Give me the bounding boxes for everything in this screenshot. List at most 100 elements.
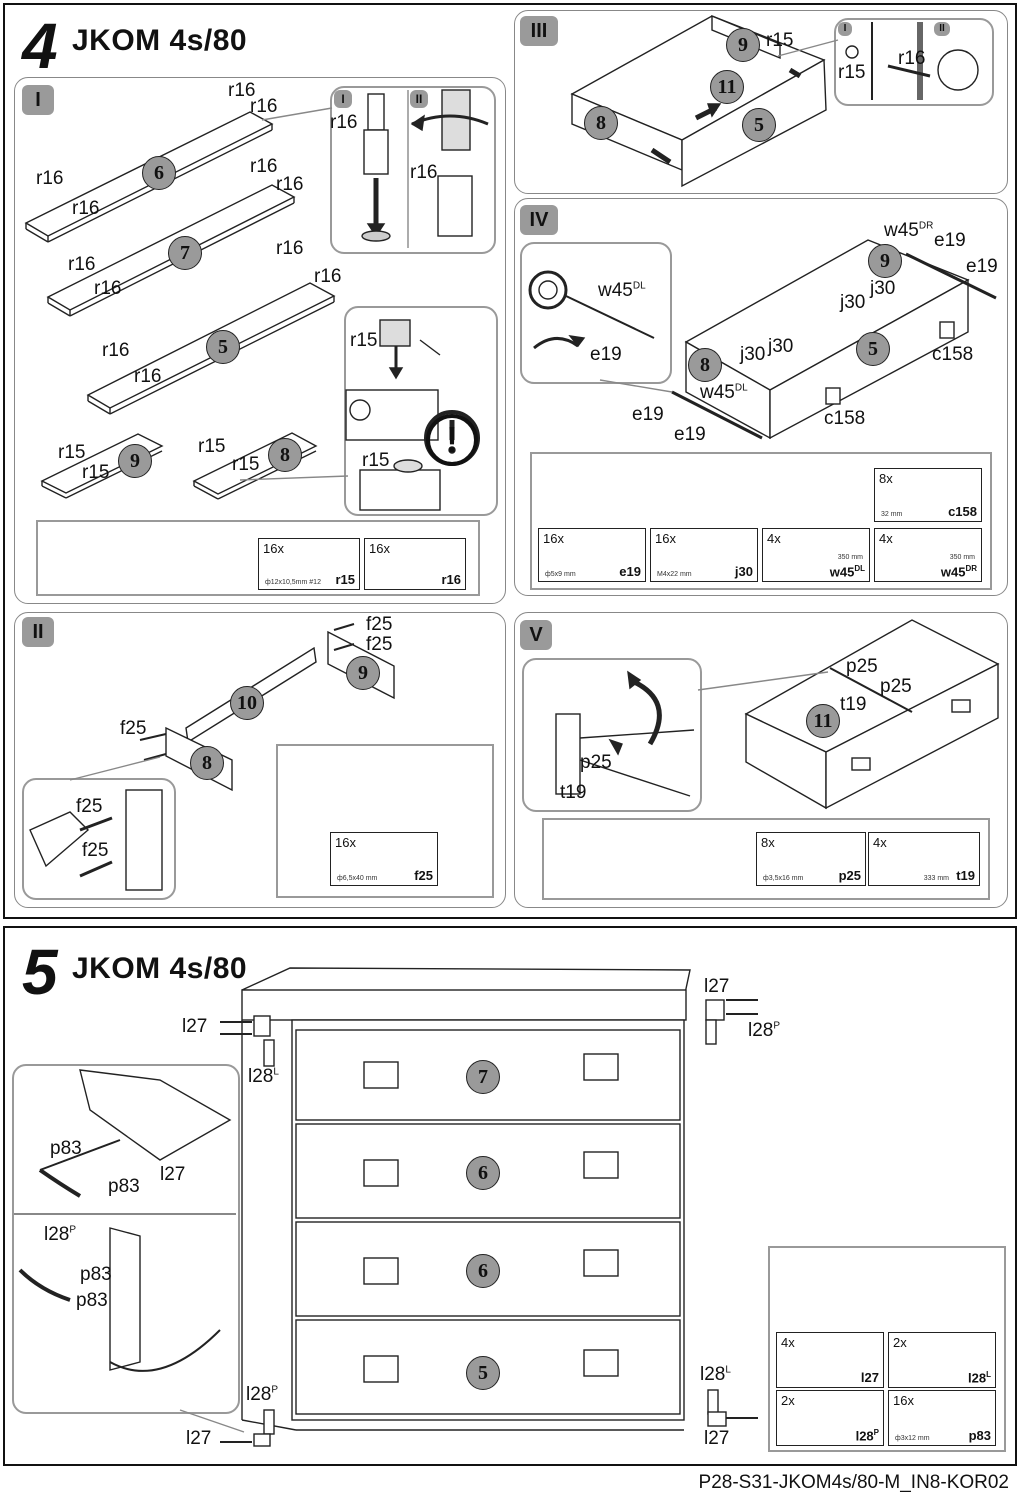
part-qty: 2x	[781, 1393, 795, 1408]
label-r15: r15	[766, 30, 794, 51]
step-4-title: JKOM 4s/80	[72, 24, 248, 57]
drawer-badge-7: 7	[466, 1060, 500, 1094]
label-p25: p25	[846, 656, 878, 677]
label-l27: l27	[160, 1164, 186, 1185]
label-p25: p25	[580, 752, 612, 773]
part-qty: 16x	[655, 531, 676, 546]
part-qty: 2x	[893, 1335, 907, 1350]
label-w45-dl: w45DL	[700, 382, 748, 403]
label-e19: e19	[632, 404, 664, 425]
inset-badge-i: I	[838, 22, 852, 36]
part-card-l27: 4x l27	[776, 1332, 884, 1388]
part-card-c158: 8x 32 mm c158	[874, 468, 982, 522]
label-r16: r16	[36, 168, 64, 189]
part-qty: 16x	[543, 531, 564, 546]
label-t19: t19	[560, 782, 587, 803]
inset-badge-ii: II	[934, 22, 950, 36]
label-r16: r16	[94, 278, 122, 299]
label-r15: r15	[232, 454, 260, 475]
label-r16: r16	[250, 96, 278, 117]
panel-II-badge: II	[22, 617, 54, 647]
label-e19: e19	[966, 256, 998, 277]
label-r15: r15	[838, 62, 866, 83]
part-card-l28-l: 2x l28L	[888, 1332, 996, 1388]
part-qty: 16x	[335, 835, 356, 850]
warning-icon: !	[426, 414, 478, 466]
label-j30: j30	[840, 292, 866, 313]
label-p83: p83	[50, 1138, 82, 1159]
label-l28-p: l28P	[246, 1384, 279, 1405]
part-dim: ф12x10,5mm #12	[265, 579, 321, 586]
label-r16: r16	[102, 340, 130, 361]
part-qty: 16x	[893, 1393, 914, 1408]
label-c158: c158	[932, 344, 974, 365]
label-l27: l27	[182, 1016, 208, 1037]
label-p83: p83	[80, 1264, 112, 1285]
label-f25: f25	[76, 796, 103, 817]
panel-III-inset	[834, 18, 994, 106]
label-l28-l: l28L	[248, 1066, 279, 1087]
label-l27: l27	[186, 1428, 212, 1449]
label-r16: r16	[72, 198, 100, 219]
label-c158: c158	[824, 408, 866, 429]
part-code: l27	[860, 1370, 879, 1385]
label-l27: l27	[704, 1428, 730, 1449]
panel-III-badge: III	[520, 16, 558, 46]
board-badge-9: 9	[726, 28, 760, 62]
parts-list-II	[276, 744, 494, 898]
label-t19: t19	[840, 694, 867, 715]
label-r16: r16	[314, 266, 342, 287]
drawer-badge-6: 6	[466, 1156, 500, 1190]
part-card-e19: 16x ф5x9 mm e19	[538, 528, 646, 582]
part-dim: 350 mm	[949, 554, 975, 561]
label-f25: f25	[82, 840, 109, 861]
part-dim: ф3,5x16 mm	[763, 875, 804, 882]
label-r15: r15	[350, 330, 378, 351]
inset-badge-ii: II	[410, 90, 428, 108]
part-code: j30	[734, 564, 753, 579]
part-code: r16	[441, 572, 461, 587]
label-j30: j30	[740, 344, 766, 365]
label-f25: f25	[366, 614, 393, 635]
part-code: p25	[838, 868, 861, 883]
part-qty: 16x	[263, 541, 284, 556]
panel-V-inset	[522, 658, 702, 812]
label-l28-p: l28P	[748, 1020, 781, 1041]
label-w45-dr: w45DR	[884, 220, 934, 241]
board-badge-9: 9	[868, 244, 902, 278]
label-r16: r16	[276, 238, 304, 259]
board-badge-8: 8	[688, 348, 722, 382]
label-l28-p: l28P	[44, 1224, 77, 1245]
label-r16: r16	[898, 48, 926, 69]
part-code: w45DL	[829, 563, 865, 579]
step-4-number: 4	[22, 10, 58, 82]
part-card-w45-dl: 4x 350 mm w45DL	[762, 528, 870, 582]
label-r16: r16	[134, 366, 162, 387]
part-code: t19	[956, 868, 975, 883]
board-badge-8: 8	[190, 746, 224, 780]
part-code: e19	[619, 564, 641, 579]
step-5-title: JKOM 4s/80	[72, 952, 248, 985]
board-badge-6: 6	[142, 156, 176, 190]
part-dim: 333 mm	[923, 875, 949, 882]
part-card-r16: 16x r16	[364, 538, 466, 590]
part-code: p83	[968, 1428, 991, 1443]
part-card-p25: 8x ф3,5x16 mm p25	[756, 832, 866, 886]
label-r16: r16	[330, 112, 358, 133]
part-qty: 4x	[767, 531, 781, 546]
part-card-t19: 4x 333 mm t19	[868, 832, 980, 886]
board-badge-11: 11	[710, 70, 744, 104]
board-badge-8: 8	[268, 438, 302, 472]
panel-IV-badge: IV	[520, 205, 558, 235]
part-card-r15: 16x ф12x10,5mm #12 r15	[258, 538, 360, 590]
label-l27: l27	[704, 976, 730, 997]
part-dim: M4x22 mm	[657, 571, 692, 578]
part-qty: 4x	[879, 531, 893, 546]
part-qty: 8x	[879, 471, 893, 486]
part-code: f25	[414, 868, 433, 883]
label-r16: r16	[276, 174, 304, 195]
label-e19: e19	[590, 344, 622, 365]
board-badge-7: 7	[168, 236, 202, 270]
part-dim: ф6,5x40 mm	[337, 875, 378, 882]
label-e19: e19	[674, 424, 706, 445]
